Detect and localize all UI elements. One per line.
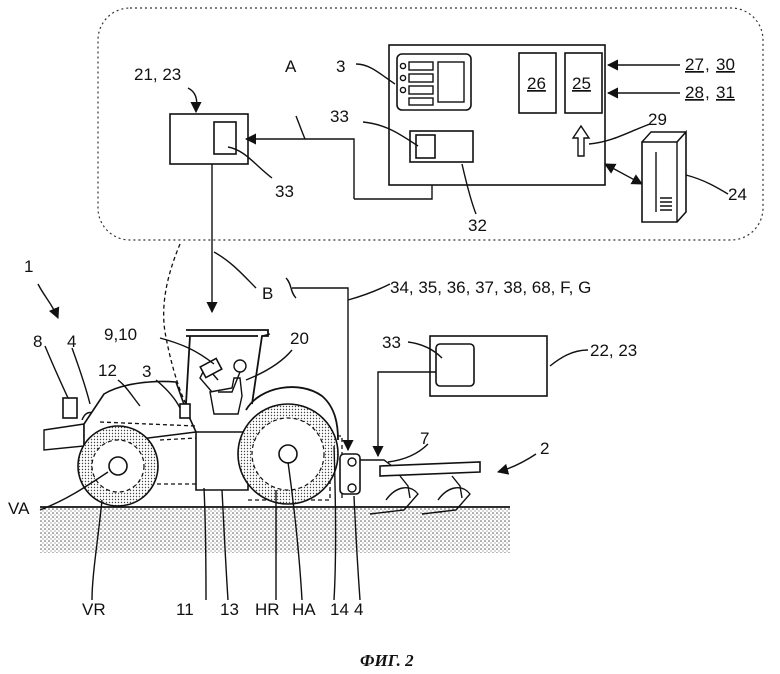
label-8: 8 <box>33 332 42 351</box>
label-26: 26 <box>527 74 546 93</box>
label-HA: HA <box>292 600 316 619</box>
label-14: 14 <box>330 600 349 619</box>
label-33-c: 33 <box>382 333 401 352</box>
label-11: 11 <box>176 600 194 619</box>
label-9-10: 9,10 <box>104 325 137 344</box>
label-12: 12 <box>98 361 117 380</box>
module-33-in-32 <box>416 135 435 158</box>
label-VR: VR <box>82 600 106 619</box>
label-27: 27 <box>685 55 704 74</box>
comma-28-31: , <box>705 83 710 102</box>
figure-caption: ФИГ. 2 <box>360 651 414 670</box>
label-HR: HR <box>255 600 280 619</box>
label-29: 29 <box>648 110 667 129</box>
label-25: 25 <box>572 74 591 93</box>
label-33-b: 33 <box>330 107 349 126</box>
server-24 <box>642 132 686 222</box>
front-weights-8 <box>63 398 77 418</box>
label-28: 28 <box>685 83 704 102</box>
label-4-a: 4 <box>67 332 76 351</box>
implement-2 <box>380 462 480 476</box>
module-33-in-22 <box>436 344 474 386</box>
module-33-in-21 <box>214 122 236 154</box>
hitch-7 <box>340 454 360 494</box>
ground <box>40 507 510 553</box>
label-22-23: 22, 23 <box>590 341 637 360</box>
label-21-23: 21, 23 <box>134 65 181 84</box>
label-31: 31 <box>716 83 735 102</box>
label-13: 13 <box>220 600 239 619</box>
label-sequence: 34, 35, 36, 37, 38, 68, F, G <box>390 278 591 297</box>
tractor-cab <box>186 330 268 404</box>
label-A: A <box>285 57 297 76</box>
label-4-b: 4 <box>354 600 363 619</box>
label-2: 2 <box>540 439 549 458</box>
label-B: B <box>262 284 273 303</box>
comma-27-30: , <box>705 55 710 74</box>
label-3-a: 3 <box>336 57 345 76</box>
label-3-b: 3 <box>142 362 151 381</box>
label-1: 1 <box>24 257 33 276</box>
label-33-a: 33 <box>275 182 294 201</box>
label-30: 30 <box>716 55 735 74</box>
label-20: 20 <box>290 329 309 348</box>
label-VA: VA <box>8 499 30 518</box>
label-7: 7 <box>420 429 429 448</box>
label-32: 32 <box>468 216 487 235</box>
label-24: 24 <box>728 185 747 204</box>
